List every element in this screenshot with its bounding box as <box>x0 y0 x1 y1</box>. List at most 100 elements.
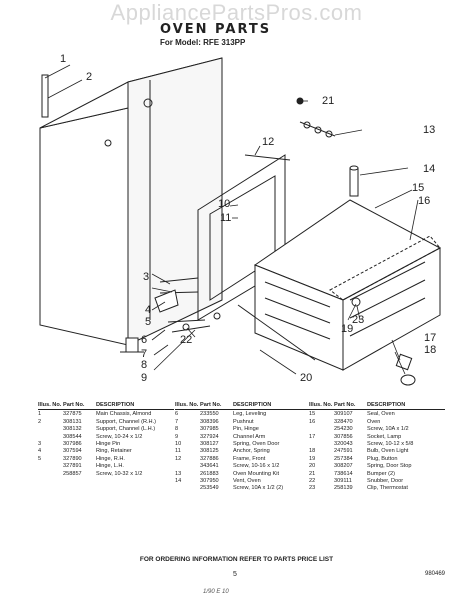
hinge-assembly <box>154 277 316 361</box>
illus-number: 23 <box>309 485 316 492</box>
part-description: Plug, Button <box>367 455 398 462</box>
part-description: Support, Channel (L.H.) <box>96 426 156 433</box>
callout-22: 22 <box>180 334 192 346</box>
callout-13: 13 <box>423 124 435 136</box>
part-description: Hinge, L.H. <box>96 463 124 470</box>
part-number: 308207 <box>334 463 353 470</box>
part-number: 327924 <box>200 433 219 440</box>
part-description: Anchor, Spring <box>233 448 270 455</box>
part-number: 308132 <box>63 426 82 433</box>
table-row: 308132 Support, Channel (L.H.) <box>38 426 174 433</box>
lamp-assembly <box>395 353 416 386</box>
illus-number: 5 <box>38 455 42 462</box>
part-number: 327875 <box>63 411 82 418</box>
illus-number: 4 <box>38 448 42 455</box>
part-number: 308544 <box>63 433 82 440</box>
part-description: Leg, Leveling <box>233 411 267 418</box>
table-row: 22 309111 Snubber, Door <box>309 478 445 485</box>
header-part: Part No. <box>334 402 356 408</box>
table-header: Illus. No. Part No. DESCRIPTION <box>309 402 445 411</box>
callout-21: 21 <box>322 95 334 107</box>
callout-5: 5 <box>145 316 151 328</box>
illus-number <box>309 441 334 448</box>
part-number: 308127 <box>200 441 219 448</box>
illus-number <box>175 463 200 470</box>
part-number: 309111 <box>334 478 352 485</box>
table-row: 308544 Screw, 10-24 x 1/2 <box>38 434 174 441</box>
handwritten-note: 1/90 E 10 <box>203 589 229 595</box>
chassis-front-face <box>39 107 129 346</box>
callout-17: 17 <box>424 332 436 344</box>
callout-12: 12 <box>262 136 274 148</box>
model-line: For Model: RFE 313PP <box>160 38 246 47</box>
callout-7: 7 <box>141 348 147 360</box>
illus-number: 16 <box>309 418 316 425</box>
part-description: Channel Arm <box>233 433 266 440</box>
illus-number: 20 <box>309 463 316 470</box>
part-description: Screw, 10-12 x 5/8 <box>367 441 414 448</box>
header-illus: Illus. No. <box>38 402 62 408</box>
callout-1: 1 <box>60 53 66 65</box>
callout-16: 16 <box>418 195 430 207</box>
page-number: 5 <box>233 571 237 578</box>
part-description: Screw, 10A x 1/2 (2) <box>233 485 284 492</box>
part-description: Clip, Thermostat <box>367 485 408 492</box>
callout-9: 9 <box>141 372 147 384</box>
table-header: Illus. No. Part No. DESCRIPTION <box>175 402 311 411</box>
part-number: 307985 <box>200 426 219 433</box>
illus-number: 15 <box>309 411 316 418</box>
header-description: DESCRIPTION <box>233 402 272 408</box>
illus-number <box>38 426 63 433</box>
page-title: OVEN PARTS <box>160 22 272 37</box>
table-row: 9 327924 Channel Arm <box>175 434 311 441</box>
part-description: Hinge, R.H. <box>96 455 125 462</box>
illus-number <box>38 471 63 478</box>
leveling-leg <box>125 337 139 353</box>
part-number: 309107 <box>334 411 353 418</box>
part-description: Snubber, Door <box>367 478 404 485</box>
illus-number: 1 <box>38 411 42 418</box>
table-row: 20 308207 Spring, Door Stop <box>309 463 445 470</box>
header-description: DESCRIPTION <box>367 402 406 408</box>
part-description: Oven Mounting Kit <box>233 470 280 477</box>
illus-number: 22 <box>309 478 316 485</box>
illus-number: 14 <box>175 478 182 485</box>
illus-number: 10 <box>175 441 182 448</box>
illus-number: 12 <box>175 455 182 462</box>
part-description: Bumper (2) <box>367 470 395 477</box>
callout-20: 20 <box>300 372 312 384</box>
part-description: Hinge Pin <box>96 441 121 448</box>
illus-number: 3 <box>38 441 42 448</box>
callout-18: 18 <box>424 344 436 356</box>
illus-number: 9 <box>175 433 179 440</box>
part-number: 308396 <box>200 418 219 425</box>
header-part: Part No. <box>200 402 222 408</box>
part-number: 307594 <box>63 448 82 455</box>
oven-seal <box>329 235 441 301</box>
part-number: 327890 <box>63 455 82 462</box>
part-number: 343641 <box>200 463 219 470</box>
callout-19: 19 <box>341 323 353 335</box>
callout-11: 11 <box>220 212 231 224</box>
callout-4: 4 <box>145 304 151 316</box>
illus-number: 2 <box>38 418 42 425</box>
part-description: Spring, Door Stop <box>367 463 412 470</box>
header-illus: Illus. No. <box>309 402 333 408</box>
illus-number: 17 <box>309 433 316 440</box>
part-description: Screw, 10-24 x 1/2 <box>96 433 143 440</box>
table-row: 5 327890 Hinge, R.H. <box>38 456 174 463</box>
illus-number: 18 <box>309 448 316 455</box>
